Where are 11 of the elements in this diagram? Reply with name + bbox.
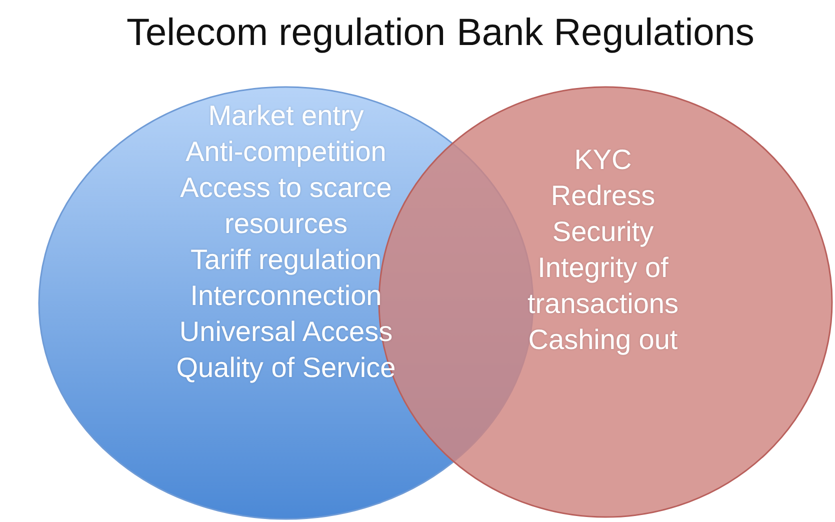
list-item: Access to scarce resources bbox=[179, 171, 393, 241]
list-item: Security bbox=[552, 215, 654, 249]
list-item: Integrity of transactions bbox=[526, 251, 680, 321]
list-item: KYC bbox=[574, 143, 632, 177]
list-item: Market entry bbox=[208, 99, 364, 133]
list-item: Redress bbox=[550, 179, 656, 213]
list-item: Anti-competition bbox=[186, 135, 386, 169]
set-heading: Telecom regulation bbox=[126, 12, 446, 55]
set-heading: Bank Regulations bbox=[456, 12, 754, 55]
list-item: Cashing out bbox=[528, 323, 678, 357]
list-item: Tariff regulation bbox=[190, 243, 382, 277]
